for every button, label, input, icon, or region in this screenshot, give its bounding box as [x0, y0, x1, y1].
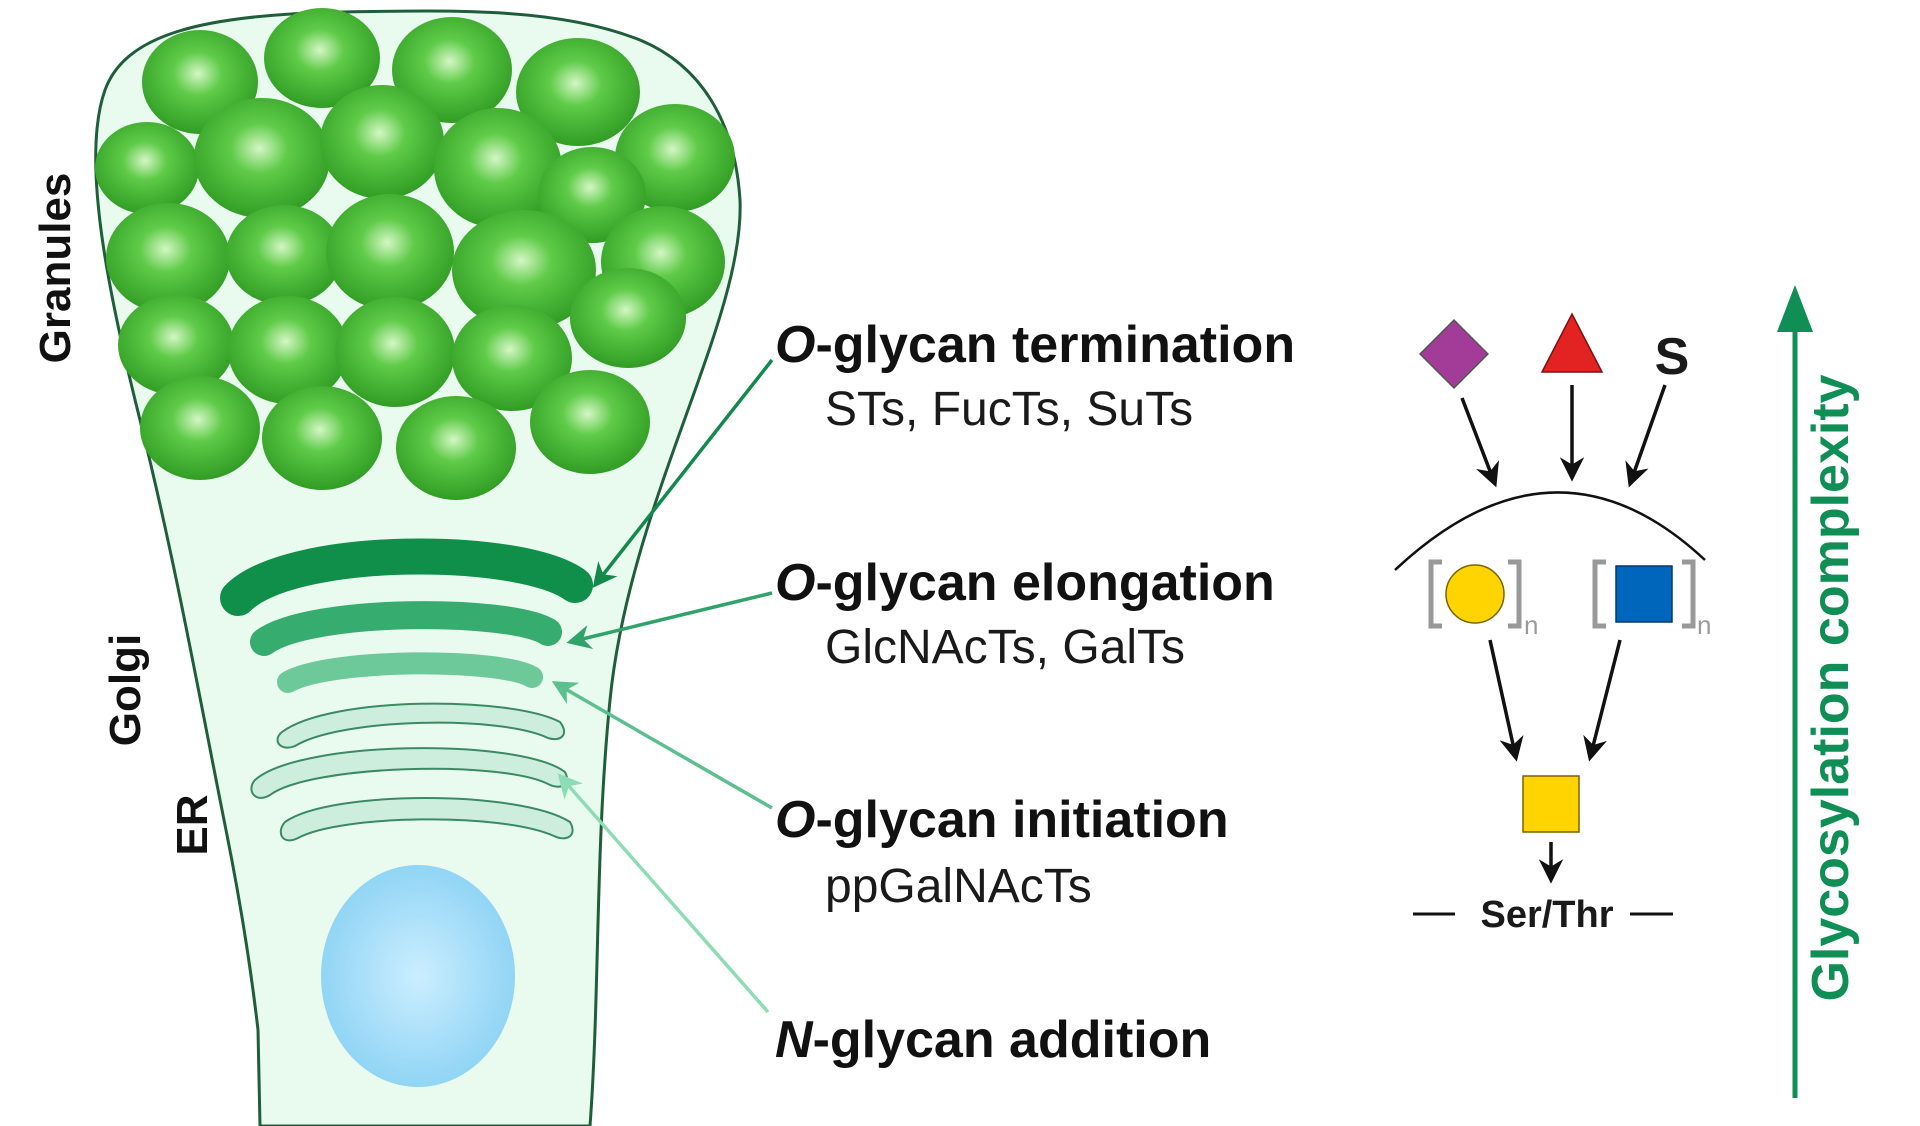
glcnac-square-icon — [1615, 565, 1673, 623]
granules — [95, 8, 735, 500]
er-cisterna-3 — [279, 797, 574, 842]
stage-elongation-title: O-glycan elongation — [775, 554, 1275, 612]
cell — [94, 8, 742, 1126]
granule — [118, 295, 234, 395]
glycan-schematic: S n n Ser/Thr — [1394, 312, 1711, 936]
granule — [95, 122, 199, 214]
granule — [140, 376, 260, 480]
granule — [194, 98, 330, 218]
granule — [262, 386, 382, 490]
granule — [264, 8, 380, 108]
granule — [106, 203, 230, 313]
golgi-label: Golgi — [101, 634, 150, 746]
complexity-arrow-head — [1777, 285, 1813, 332]
granules-label: Granules — [31, 173, 80, 364]
complexity-label: Glycosylation complexity — [1802, 374, 1860, 1001]
sialic-acid-diamond-icon — [1418, 318, 1490, 390]
termination-arrow — [592, 358, 774, 588]
granule — [570, 268, 686, 368]
er-cisterna-2 — [250, 747, 568, 799]
galactose-arrow — [1488, 639, 1524, 762]
granule — [226, 205, 342, 305]
fucose-triangle-icon — [1540, 312, 1604, 373]
granule — [452, 305, 572, 411]
er — [250, 702, 574, 842]
stage-initiation-enzymes: ppGalNAcTs — [825, 860, 1092, 913]
ser-thr-label: Ser/Thr — [1480, 894, 1613, 936]
bracket-right-1 — [1508, 559, 1522, 629]
n-glycan-arrow — [557, 773, 770, 1014]
bracket-right-2 — [1682, 559, 1696, 629]
termination-arc — [1394, 491, 1706, 571]
initiation-arrow — [551, 681, 773, 810]
granule — [335, 297, 455, 407]
granule — [434, 108, 562, 228]
granule — [320, 85, 444, 199]
stage-elongation-enzymes: GlcNAcTs, GalTs — [825, 621, 1185, 674]
galnac-square-icon — [1522, 775, 1580, 833]
granule — [228, 296, 348, 404]
golgi-cisterna-2 — [250, 601, 562, 656]
repeat-subscript-1: n — [1524, 610, 1538, 640]
glcnac-arrow — [1583, 639, 1622, 762]
golgi-cisterna-1 — [220, 538, 593, 616]
granule — [452, 210, 596, 330]
sulfate-arrow — [1625, 384, 1667, 488]
sialic-arrow — [1460, 397, 1499, 488]
stage-termination-enzymes: STs, FucTs, SuTs — [825, 383, 1193, 436]
granule — [392, 17, 512, 123]
granule — [538, 147, 646, 243]
granule — [326, 194, 454, 310]
granule — [530, 370, 650, 474]
bracket-left-2 — [1592, 559, 1606, 629]
golgi-cisterna-3 — [277, 652, 543, 693]
granule — [615, 104, 735, 212]
repeat-subscript-2: n — [1697, 610, 1711, 640]
stage-initiation-title: O-glycan initiation — [775, 791, 1229, 849]
stage-n-glycan-title: N-glycan addition — [775, 1011, 1211, 1069]
nucleus — [321, 865, 515, 1087]
er-cisterna-1 — [276, 702, 566, 749]
granule — [516, 38, 640, 146]
stage-termination-title: O-glycan termination — [775, 316, 1295, 374]
sulfate-label: S — [1655, 328, 1690, 386]
er-label: ER — [168, 794, 217, 855]
galactose-circle-icon — [1445, 564, 1505, 624]
elongation-arrow — [566, 591, 773, 649]
bracket-left-1 — [1428, 559, 1442, 629]
granule — [396, 396, 516, 500]
